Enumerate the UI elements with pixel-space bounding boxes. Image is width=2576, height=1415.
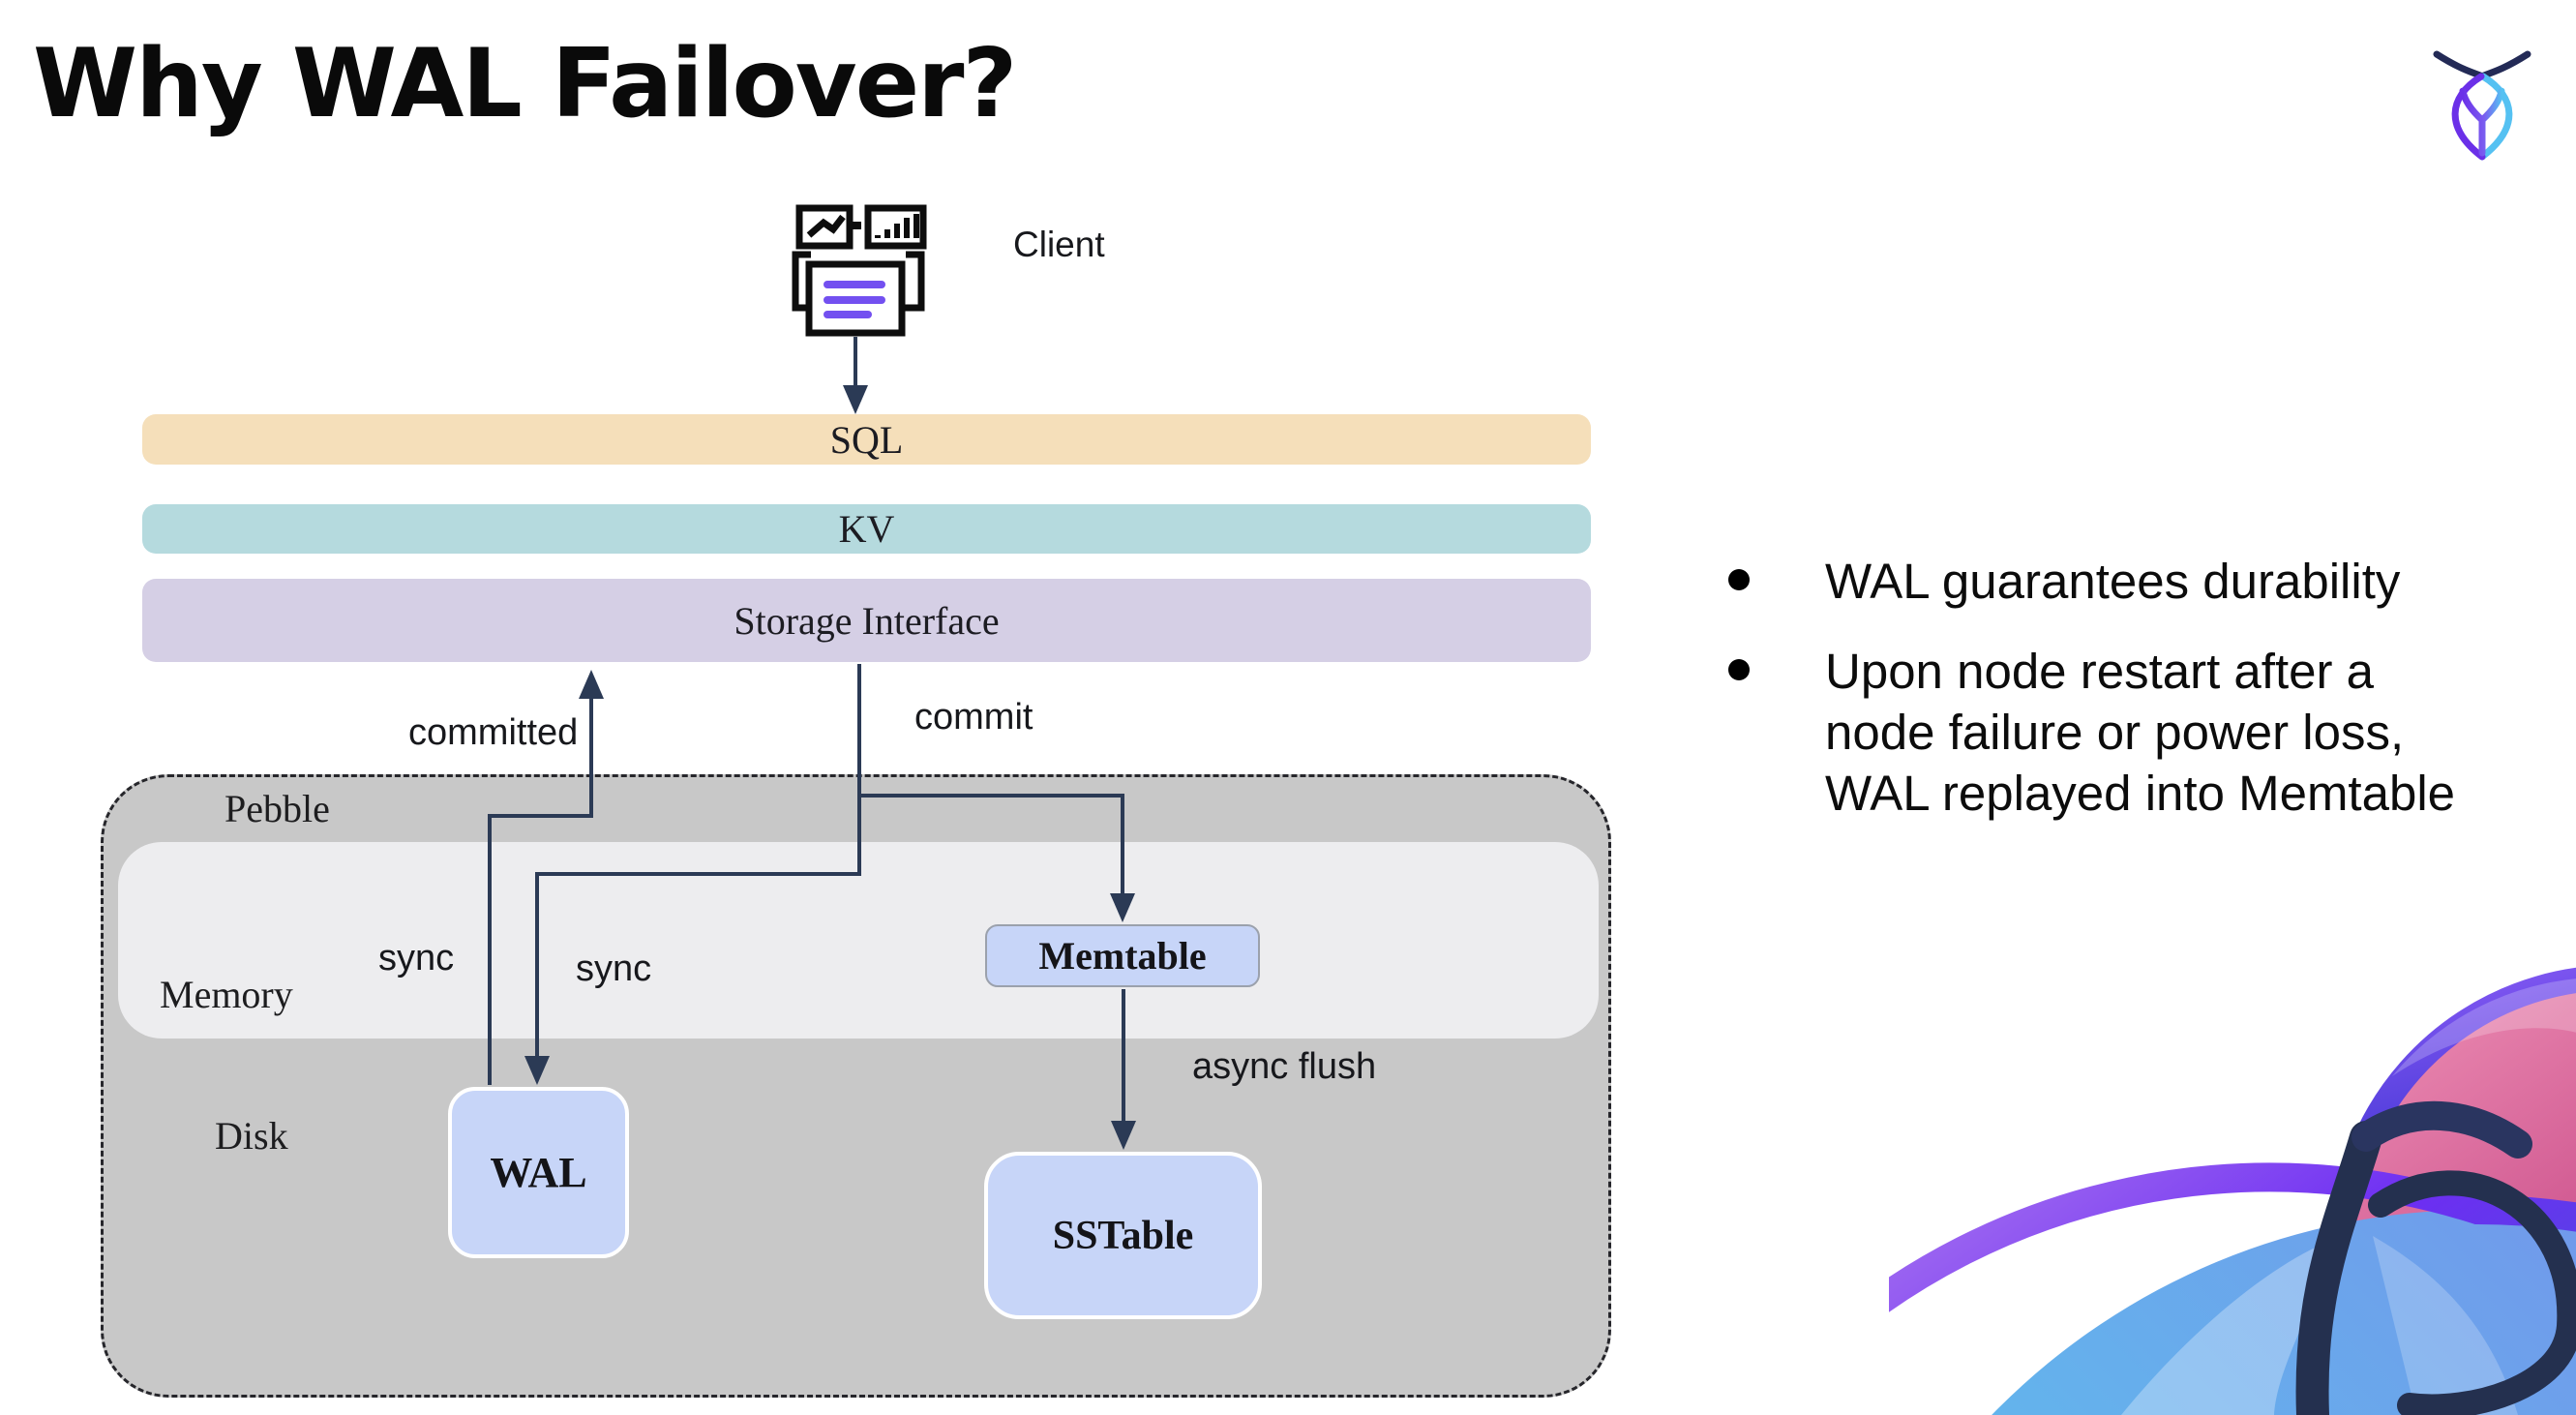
bullet-list: WAL guarantees durability Upon node rest… [1713, 551, 2477, 853]
memtable-label: Memtable [1038, 934, 1207, 978]
layer-kv-label: KV [838, 507, 895, 551]
wal-label: WAL [490, 1149, 587, 1196]
layer-storage-interface: Storage Interface [142, 579, 1591, 662]
async-flush-edge-label: async flush [1192, 1046, 1377, 1087]
client-label: Client [1013, 225, 1105, 264]
committed-edge-label: committed [408, 712, 579, 753]
disk-label: Disk [215, 1114, 288, 1158]
commit-edge-label: commit [914, 697, 1033, 738]
layer-sql-label: SQL [829, 417, 904, 462]
bullet-dot [1728, 659, 1750, 680]
sync-right-edge-label: sync [576, 948, 652, 989]
corner-brand-art [1889, 967, 2576, 1415]
bullet-text: WAL guarantees durability [1825, 554, 2401, 609]
memtable-node: Memtable [985, 924, 1260, 987]
memory-region [118, 842, 1599, 1039]
page-title: Why WAL Failover? [33, 29, 1017, 139]
sstable-label: SSTable [1052, 1213, 1194, 1258]
bullet-text-line: WAL replayed into Memtable [1825, 766, 2456, 821]
layer-storage-label: Storage Interface [734, 598, 1000, 643]
bullet-dot [1728, 569, 1750, 590]
bullet-item: WAL guarantees durability [1713, 551, 2477, 612]
sstable-node: SSTable [984, 1152, 1262, 1319]
layer-kv: KV [142, 504, 1591, 554]
memory-label: Memory [160, 973, 293, 1016]
bullet-text-line: Upon node restart after a [1825, 644, 2375, 699]
bullet-item: Upon node restart after a node failure o… [1713, 641, 2477, 824]
sync-left-edge-label: sync [378, 938, 455, 978]
pebble-label: Pebble [225, 787, 330, 830]
wal-node: WAL [448, 1087, 629, 1258]
bullet-text-line: node failure or power loss, [1825, 705, 2405, 760]
layer-sql: SQL [142, 414, 1591, 465]
